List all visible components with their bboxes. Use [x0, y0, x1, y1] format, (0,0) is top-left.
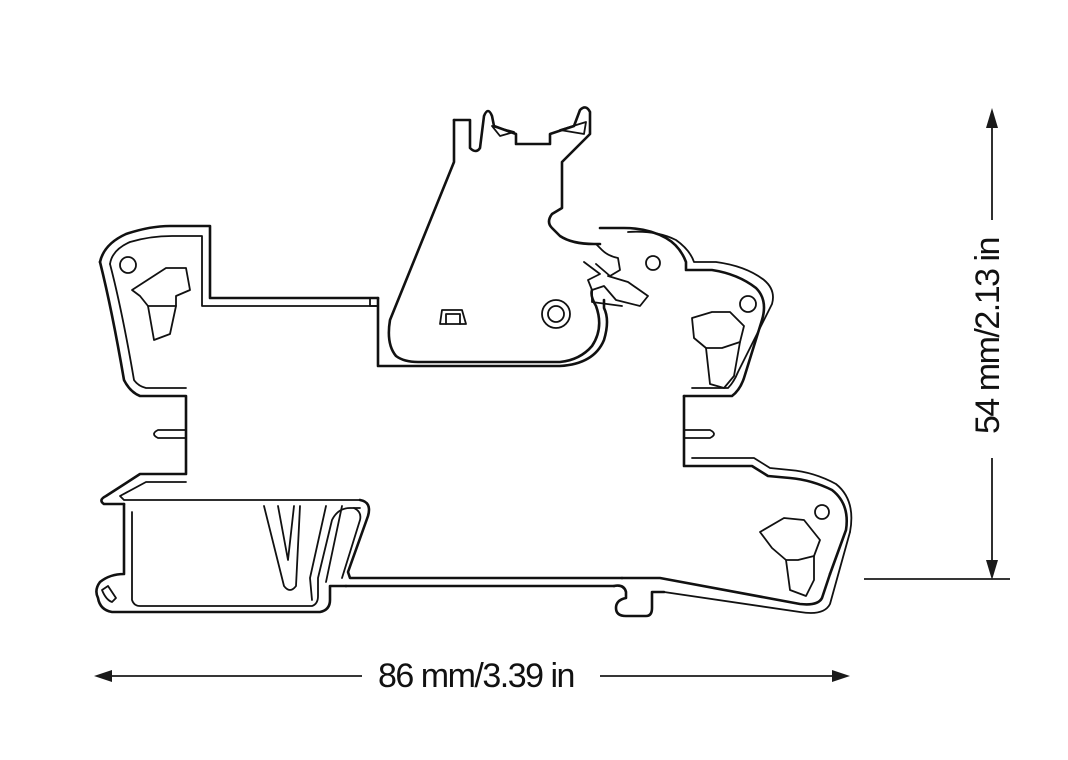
width-dimension — [94, 670, 850, 682]
housing-outline — [95, 224, 853, 618]
clamp-upper-left — [131, 267, 191, 307]
terminal-hole-lower-right — [814, 504, 830, 520]
arrow-left-icon — [94, 670, 112, 682]
clamp-lower-right — [759, 517, 821, 561]
height-dimension-label: 54 mm/2.13 in — [969, 232, 1007, 440]
terminal-hole-upper-mid — [645, 255, 661, 271]
terminal-hole-upper-left — [119, 256, 137, 274]
height-dimension — [864, 108, 1010, 580]
arrow-right-icon — [832, 670, 850, 682]
width-dimension-label: 86 mm/3.39 in — [372, 659, 580, 693]
arrow-up-icon — [986, 108, 998, 128]
clamp-upper-right — [691, 311, 745, 349]
terminal-details — [119, 255, 830, 597]
terminal-hole-upper-right — [739, 295, 757, 313]
arrow-down-icon — [986, 560, 998, 580]
release-lever — [369, 106, 649, 368]
